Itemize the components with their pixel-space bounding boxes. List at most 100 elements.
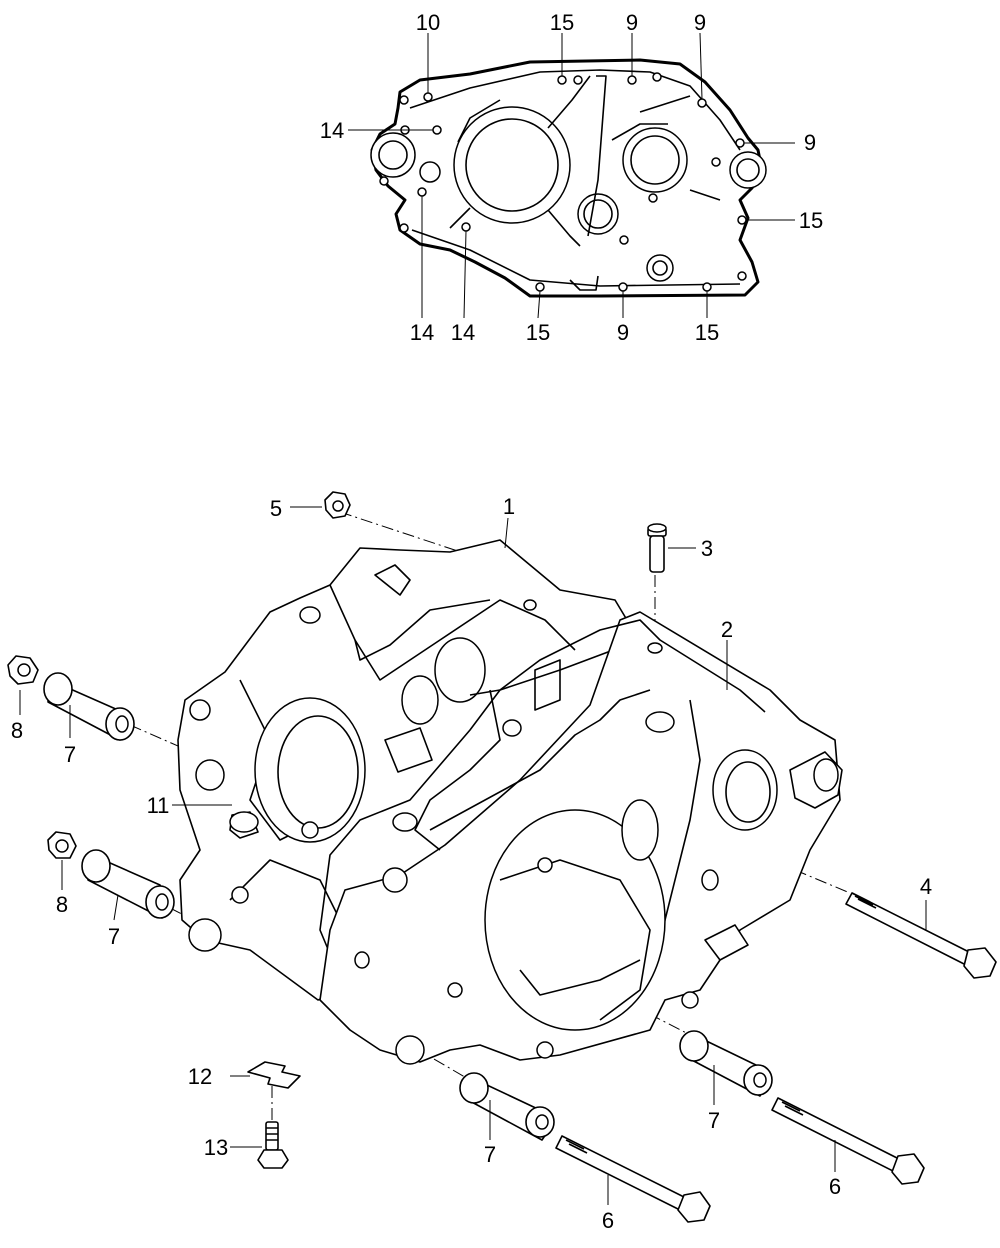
callout-label: 3 <box>701 536 713 561</box>
left-half-opening-2 <box>401 675 439 725</box>
bolt-hole <box>618 282 628 292</box>
callout-label: 10 <box>416 10 440 35</box>
bolt-hole <box>557 75 567 85</box>
bolt-hole <box>702 282 712 292</box>
left-boss-inner <box>378 140 408 170</box>
right-half-hole <box>701 869 719 891</box>
callout-label: 7 <box>108 924 120 949</box>
knock-pin-part-11 <box>229 811 259 839</box>
callout-label: 9 <box>694 10 706 35</box>
right-boss <box>729 151 767 189</box>
rib-8 <box>611 123 668 141</box>
bolt-hole <box>535 282 545 292</box>
exploded-callout-labels: 1 2 3 4 5 6 6 7 7 7 7 8 8 11 12 13 <box>11 494 932 1233</box>
bolt-hole <box>432 125 442 135</box>
right-half-hole <box>392 812 418 832</box>
right-half-hole <box>354 951 370 969</box>
inner-rim-bottom <box>411 229 741 287</box>
callout-label: 15 <box>695 320 719 345</box>
bolt-hole <box>573 75 583 85</box>
right-half-hole <box>537 857 553 873</box>
bolt-hole <box>627 75 637 85</box>
callout-label: 7 <box>708 1108 720 1133</box>
left-half-lug <box>188 918 222 952</box>
left-half-hole <box>231 886 249 904</box>
callout-label: 9 <box>626 10 638 35</box>
bolt-hole <box>423 92 433 102</box>
plate-part-12 <box>247 1061 301 1089</box>
rib-1 <box>457 99 501 143</box>
right-half-rim-left <box>414 689 501 851</box>
bolt-hole <box>737 215 747 225</box>
right-half-cavity-rib-2 <box>519 959 641 996</box>
callout-label: 2 <box>721 617 733 642</box>
left-bearing-bore <box>254 697 366 843</box>
right-bearing-bore <box>622 127 688 193</box>
spacer-part-7-lower-left <box>81 849 175 919</box>
rib-5 <box>449 207 471 229</box>
right-half-bearing-inner <box>725 761 771 823</box>
left-half-hole <box>523 599 537 611</box>
left-crankcase-half <box>177 539 641 1001</box>
drain-boss <box>646 254 674 282</box>
right-half-bearing <box>712 749 778 831</box>
lower-bore-inner <box>583 199 613 229</box>
left-half-hole <box>299 606 321 624</box>
bolt-part-6-right <box>771 1097 925 1185</box>
callout-label: 14 <box>451 320 475 345</box>
right-half-boss <box>704 924 749 961</box>
rib-6 <box>639 95 691 113</box>
main-bearing-bore <box>453 106 571 224</box>
callout-label: 9 <box>617 320 629 345</box>
rib-4 <box>547 209 581 247</box>
callout-label: 5 <box>270 496 282 521</box>
rib-3 <box>587 75 607 237</box>
rib-9 <box>569 275 599 291</box>
bolt-part-4 <box>845 892 997 979</box>
right-half-hole <box>647 642 663 654</box>
right-half-lug <box>395 1035 425 1065</box>
right-half-hole <box>447 982 463 998</box>
callout-label: 8 <box>56 892 68 917</box>
right-half-mid <box>429 689 651 831</box>
left-half-web-2 <box>229 859 341 921</box>
callout-label: 12 <box>188 1064 212 1089</box>
flange-nut-part-8-upper <box>7 655 39 685</box>
nut-part-5 <box>324 491 351 519</box>
callout-label: 13 <box>204 1135 228 1160</box>
bolt-hole <box>399 95 409 105</box>
spacer-part-7-lower-right <box>679 1030 773 1097</box>
left-half-tab <box>374 564 411 596</box>
callout-label: 4 <box>920 874 932 899</box>
bolt-hole <box>399 223 409 233</box>
left-half-opening <box>434 637 486 703</box>
spacer-part-7-lower-center <box>459 1072 555 1141</box>
right-half-shaft <box>621 799 659 861</box>
callout-label: 1 <box>503 494 515 519</box>
bolt-hole <box>379 176 389 186</box>
crankcase-exploded-view <box>7 491 997 1223</box>
bolt-hole <box>461 222 471 232</box>
callout-label: 14 <box>320 118 344 143</box>
bolt-hole <box>737 271 747 281</box>
rib-2 <box>547 75 591 129</box>
top-leaders <box>348 32 795 319</box>
callout-label: 7 <box>484 1142 496 1167</box>
right-half-main-cavity <box>484 809 666 1031</box>
exploded-leaders <box>19 506 927 1205</box>
left-half-lug <box>195 759 225 791</box>
main-bearing-inner <box>465 118 559 212</box>
callout-label: 8 <box>11 718 23 743</box>
callout-label: 14 <box>410 320 434 345</box>
callout-label: 6 <box>602 1208 614 1233</box>
callout-label: 11 <box>147 793 170 818</box>
right-half-hole <box>645 711 675 733</box>
left-boss <box>370 132 416 178</box>
right-half-tab <box>534 659 561 711</box>
bolt-hole <box>711 157 721 167</box>
bolt-hole <box>735 138 745 148</box>
hollow-dowel-part-3 <box>647 523 667 573</box>
right-half-lug-hole <box>813 758 839 792</box>
